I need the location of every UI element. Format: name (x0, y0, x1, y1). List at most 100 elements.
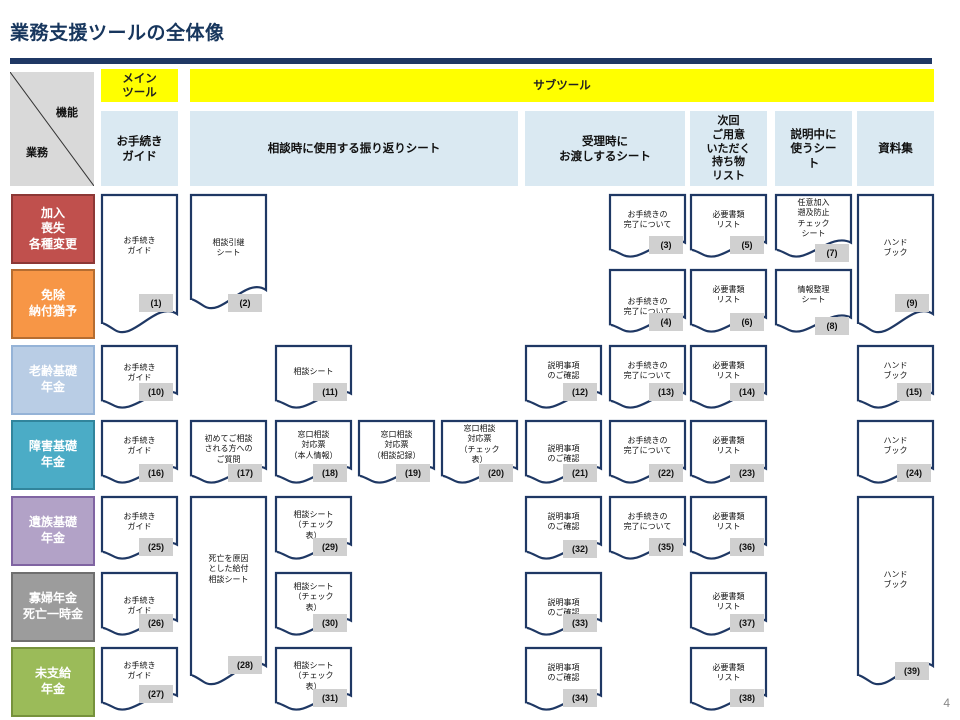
tool-document: 説明事項 のご確認(21) (524, 419, 603, 484)
document-shape (856, 193, 935, 334)
title-underline (10, 58, 932, 64)
sub-tool-header: サブツール (190, 69, 934, 102)
document-number-badge: (10) (139, 383, 173, 401)
col-header-reference: 資料集 (857, 111, 934, 186)
document-number-badge: (32) (563, 540, 597, 558)
document-title: 必要書類 リスト (712, 361, 745, 381)
document-title: 死亡を原因 とした給付 相談シート (208, 554, 249, 584)
document-shape (774, 268, 853, 333)
document-number-badge: (12) (563, 383, 597, 401)
document-number-badge: (24) (897, 464, 931, 482)
tool-document: ハンド ブック (24) (856, 419, 935, 484)
tool-document: お手続きの 完了について(3) (608, 193, 687, 258)
document-title: お手続き ガイド (123, 236, 156, 256)
row-enrollment-label: 加入 喪失 各種変更 (11, 194, 95, 264)
document-number-badge: (34) (563, 689, 597, 707)
document-title: お手続きの 完了について (623, 436, 672, 456)
document-title: ハンド ブック (883, 238, 908, 258)
document-number-badge: (28) (228, 656, 262, 674)
document-number-badge: (39) (895, 662, 929, 680)
row-old-age-pension-label: 老齢基礎 年金 (11, 345, 95, 415)
document-title: ハンド ブック (883, 361, 908, 381)
tool-document: 相談シート （チェック 表）(31) (274, 646, 353, 711)
document-number-badge: (25) (139, 538, 173, 556)
document-number-badge: (3) (649, 236, 683, 254)
tool-document: 必要書類 リスト (37) (689, 571, 768, 636)
document-number-badge: (13) (649, 383, 683, 401)
tool-document: 窓口相談 対応票 （チェック 表）(20) (440, 419, 519, 484)
tool-document: 説明事項 のご確認 (12) (524, 344, 603, 409)
tool-document: 相談シート （チェック 表）(29) (274, 495, 353, 560)
document-title: 説明事項 のご確認 (547, 361, 580, 381)
row-widow-pension-label: 寡婦年金 死亡一時金 (11, 572, 95, 642)
document-shape (856, 495, 935, 686)
document-title: 相談シート （チェック 表） (293, 510, 334, 540)
document-number-badge: (31) (313, 689, 347, 707)
document-title: お手続きの 完了について (623, 512, 672, 532)
page-number: 4 (943, 696, 950, 710)
col-header-handout-sheets: 受理時に お渡しするシート (525, 111, 685, 186)
tool-document: お手続き ガイド(1) (100, 193, 179, 334)
tool-document: ハンド ブック (39) (856, 495, 935, 686)
tool-document: お手続き ガイド(16) (100, 419, 179, 484)
document-number-badge: (11) (313, 383, 347, 401)
document-title: 説明事項 のご確認 (547, 663, 580, 683)
document-title: 窓口相談 対応票 （相談記録） (372, 430, 421, 460)
document-title: 初めてご相談 される方への ご質問 (204, 434, 253, 464)
tool-document: 必要書類 リスト (14) (689, 344, 768, 409)
document-title: 相談シート （チェック 表） (293, 661, 334, 691)
row-survivor-pension-label: 遺族基礎 年金 (11, 496, 95, 566)
document-title: お手続きの 完了について (623, 361, 672, 381)
tool-document: 情報整理 シート (8) (774, 268, 853, 335)
document-number-badge: (27) (139, 685, 173, 703)
document-number-badge: (33) (563, 614, 597, 632)
tool-document: 窓口相談 対応票 （相談記録） (19) (357, 419, 436, 484)
tool-document: 説明事項 のご確認(33) (524, 571, 603, 636)
tool-document: 相談引継 シート(2) (189, 193, 268, 312)
tool-document: 必要書類 リスト(38) (689, 646, 768, 711)
document-number-badge: (2) (228, 294, 262, 312)
document-number-badge: (26) (139, 614, 173, 632)
document-title: 相談シート （チェック 表） (293, 582, 334, 612)
tool-document: 初めてご相談 される方への ご質問(17) (189, 419, 268, 484)
tool-document: 相談シート （チェック 表）(30) (274, 571, 353, 636)
document-title: 必要書類 リスト (712, 210, 745, 230)
page-title: 業務支援ツールの全体像 (10, 22, 225, 44)
tool-document: 必要書類 リスト (6) (689, 268, 768, 333)
document-number-badge: (36) (730, 538, 764, 556)
document-title: 窓口相談 対応票 （本人情報） (289, 430, 338, 460)
corner-function-label: 機能 (56, 106, 78, 119)
corner-diagonal (10, 72, 94, 186)
header-corner: 機能 業務 (10, 72, 94, 186)
document-title: ハンド ブック (883, 570, 908, 590)
document-number-badge: (8) (815, 317, 849, 335)
document-title: ハンド ブック (883, 436, 908, 456)
document-number-badge: (19) (396, 464, 430, 482)
document-title: お手続き ガイド (123, 436, 156, 456)
document-number-badge: (9) (895, 294, 929, 312)
document-title: 必要書類 リスト (712, 285, 745, 305)
document-title: お手続き ガイド (123, 363, 156, 383)
tool-document: 死亡を原因 とした給付 相談シート (28) (189, 495, 268, 686)
tool-document: お手続き ガイド(25) (100, 495, 179, 560)
document-title: 説明事項 のご確認 (547, 512, 580, 532)
tool-document: 説明事項 のご確認 (34) (524, 646, 603, 711)
document-title: 必要書類 リスト (712, 436, 745, 456)
document-number-badge: (5) (730, 236, 764, 254)
document-number-badge: (4) (649, 313, 683, 331)
document-number-badge: (37) (730, 614, 764, 632)
document-title: 情報整理 シート (797, 285, 830, 305)
document-number-badge: (6) (730, 313, 764, 331)
document-number-badge: (18) (313, 464, 347, 482)
tool-document: お手続き ガイド(10) (100, 344, 179, 409)
tool-document: 必要書類 リスト(23) (689, 419, 768, 484)
tool-document: 窓口相談 対応票 （本人情報） (18) (274, 419, 353, 484)
row-unpaid-pension-label: 未支給 年金 (11, 647, 95, 717)
document-number-badge: (17) (228, 464, 262, 482)
document-number-badge: (21) (563, 464, 597, 482)
document-title: 必要書類 リスト (712, 592, 745, 612)
corner-business-label: 業務 (26, 146, 48, 159)
col-header-item-list: 次回 ご用意 いただく 持ち物 リスト (690, 111, 767, 186)
document-number-badge: (14) (730, 383, 764, 401)
